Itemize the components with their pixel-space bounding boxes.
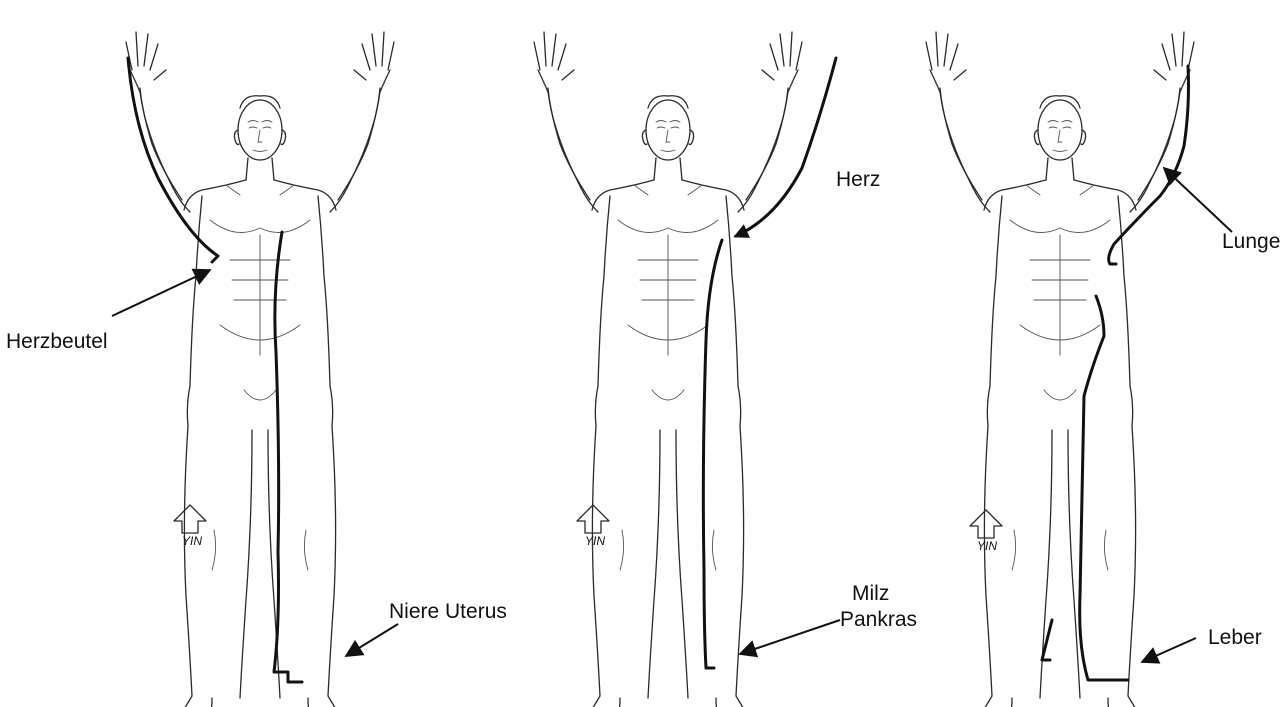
figure-right: YIN Lunge Leber: [926, 32, 1280, 707]
label-niere-uterus: Niere Uterus: [389, 600, 507, 623]
label-milz: Milz: [852, 582, 889, 605]
arrow-leber: [1142, 638, 1196, 662]
body-outline-middle: [534, 32, 802, 707]
figure-middle: YIN Herz Milz Pankras: [534, 32, 917, 707]
label-herzbeutel: Herzbeutel: [6, 330, 108, 353]
body-outline-left: [126, 32, 394, 707]
label-pankras: Pankras: [840, 608, 917, 631]
arrow-lunge: [1164, 168, 1232, 232]
meridian-milz-pankreas: [703, 240, 722, 668]
body-outline-right: [926, 32, 1194, 707]
meridian-lunge: [1109, 66, 1189, 264]
yin-label: YIN: [977, 539, 997, 553]
meridian-niere: [274, 232, 302, 682]
arrow-herzbeutel: [112, 270, 210, 316]
figure-left: YIN Herzbeutel Niere Uterus: [6, 32, 507, 707]
up-arrow-outline-icon: [174, 505, 206, 533]
meridian-herz: [736, 58, 836, 236]
yin-label: YIN: [585, 534, 605, 548]
arrow-niere-uterus: [346, 624, 398, 656]
label-herz: Herz: [836, 168, 880, 191]
meridian-leber: [1080, 296, 1128, 680]
up-arrow-outline-icon: [970, 510, 1002, 538]
arrow-milz-pankras: [740, 620, 840, 654]
yin-label: YIN: [182, 534, 202, 548]
yin-marker-left: YIN: [174, 505, 206, 548]
label-leber: Leber: [1208, 626, 1262, 649]
meridian-herzbeutel: [128, 58, 218, 262]
label-lunge: Lunge: [1222, 230, 1280, 253]
yin-marker-right: YIN: [970, 510, 1002, 553]
